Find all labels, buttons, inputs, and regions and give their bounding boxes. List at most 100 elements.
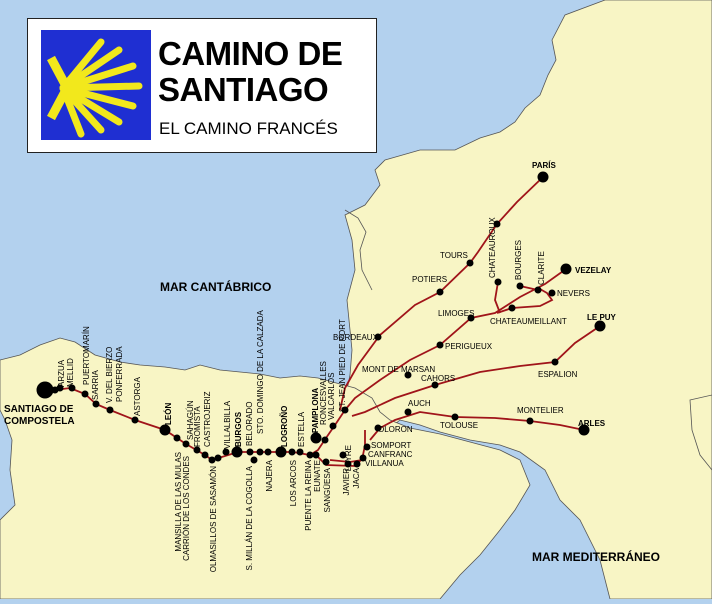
dot-arles[interactable] bbox=[578, 424, 590, 436]
dot-puentelareina[interactable] bbox=[306, 451, 314, 459]
dot-pamplona[interactable] bbox=[310, 432, 322, 444]
dot-belorado[interactable] bbox=[246, 448, 254, 456]
dot-eunate[interactable] bbox=[312, 451, 320, 459]
dot-najera[interactable] bbox=[264, 448, 272, 456]
label-santiago: SANTIAGO DE COMPOSTELA bbox=[4, 404, 75, 427]
label-villalbilla: VILLALBILLA bbox=[223, 400, 232, 449]
route-chateauroux bbox=[494, 281, 501, 314]
label-castrojeriz: CASTROJERIZ bbox=[203, 391, 212, 447]
routes bbox=[45, 176, 601, 467]
dot-portomarin[interactable] bbox=[68, 384, 76, 392]
dot-oloron[interactable] bbox=[374, 424, 382, 432]
dot-sanguesa[interactable] bbox=[322, 458, 330, 466]
label-smillan: S. MILLÁN DE LA COGOLLA bbox=[245, 465, 254, 570]
label-chateauroux: CHATEAUROUX bbox=[488, 217, 497, 278]
label-logrono: LOGROÑO bbox=[280, 406, 289, 447]
dot-mansilla[interactable] bbox=[173, 434, 181, 442]
label-santiago-line2: COMPOSTELA bbox=[4, 416, 75, 427]
label-javier: JAVIER bbox=[342, 468, 351, 496]
label-espalion: ESPALION bbox=[538, 370, 578, 379]
subtitle: EL CAMINO FRANCÉS bbox=[159, 119, 338, 138]
dot-clarite[interactable] bbox=[534, 286, 542, 294]
dot-villalbilla[interactable] bbox=[222, 448, 230, 456]
label-cahors: CAHORS bbox=[421, 374, 455, 383]
dot-burgos[interactable] bbox=[231, 446, 243, 458]
dot-carrion[interactable] bbox=[193, 446, 201, 454]
dot-castrojeriz[interactable] bbox=[208, 456, 216, 464]
dot-stjean[interactable] bbox=[341, 406, 349, 414]
dot-estella[interactable] bbox=[296, 448, 304, 456]
dot-jaca[interactable] bbox=[353, 460, 361, 468]
dot-leon[interactable] bbox=[159, 424, 171, 436]
label-mansilla: MANSILLA DE LAS MULAS bbox=[174, 452, 183, 552]
scallop-shell-logo bbox=[41, 30, 151, 140]
dot-villafranca[interactable] bbox=[92, 400, 100, 408]
land-iberia bbox=[0, 337, 531, 600]
dot-sarria[interactable] bbox=[81, 390, 89, 398]
dot-auch[interactable] bbox=[404, 408, 412, 416]
dot-limoges[interactable] bbox=[467, 314, 475, 322]
dot-espalion[interactable] bbox=[551, 358, 559, 366]
dot-montelier[interactable] bbox=[526, 417, 534, 425]
label-stodomingo: STO. DOMINGO DE LA CALZADA bbox=[256, 309, 265, 434]
dot-tolouse[interactable] bbox=[451, 413, 459, 421]
coast-bay-biscay bbox=[344, 209, 373, 291]
dot-potiers[interactable] bbox=[436, 288, 444, 296]
dot-javier[interactable] bbox=[344, 460, 352, 468]
label-oloron: OLORON bbox=[378, 425, 413, 434]
stops bbox=[36, 171, 606, 468]
dot-paris[interactable] bbox=[537, 171, 549, 183]
dot-chateauroux[interactable] bbox=[494, 278, 502, 286]
dot-somport[interactable] bbox=[363, 443, 371, 451]
dot-leyre[interactable] bbox=[339, 451, 347, 459]
label-tours: TOURS bbox=[440, 251, 468, 260]
dot-chateaumeillant[interactable] bbox=[508, 304, 516, 312]
dot-bourges[interactable] bbox=[516, 282, 524, 290]
dot-santiago[interactable] bbox=[36, 381, 54, 399]
label-nevers: NEVERS bbox=[557, 289, 590, 298]
dot-valcarlos[interactable] bbox=[329, 422, 337, 430]
label-belorado: BELORADO bbox=[245, 402, 254, 446]
label-chateaumeillant: CHATEAUMEILLANT bbox=[490, 317, 567, 326]
label-losarcos: LOS ARCOS bbox=[289, 460, 298, 506]
label-olmosillos: OLMASILLOS DE SASAMÓN bbox=[209, 466, 218, 572]
dot-losarcos[interactable] bbox=[288, 448, 296, 456]
title-box: CAMINO DE SANTIAGO EL CAMINO FRANCÉS bbox=[27, 18, 377, 153]
label-roncesvalles: RONCESVALLES bbox=[319, 361, 328, 425]
label-perigueux: PERIGUEUX bbox=[445, 342, 493, 351]
route-vezelay bbox=[344, 268, 567, 411]
dot-chateauroux-n[interactable] bbox=[493, 220, 501, 228]
dot-vezelay[interactable] bbox=[560, 263, 572, 275]
label-leyre: LEYRE bbox=[344, 445, 353, 471]
route-lepuy bbox=[351, 325, 601, 417]
label-portomarin: PUERTOMARÍN bbox=[82, 326, 91, 385]
label-limoges: LIMOGES bbox=[438, 309, 474, 318]
label-auch: AUCH bbox=[408, 399, 431, 408]
dot-sahagun[interactable] bbox=[182, 440, 190, 448]
dot-bordeaux[interactable] bbox=[374, 333, 382, 341]
dot-astorga[interactable] bbox=[131, 416, 139, 424]
dot-logrono[interactable] bbox=[275, 446, 287, 458]
dot-smillan[interactable] bbox=[250, 456, 258, 464]
dot-perigueux[interactable] bbox=[436, 341, 444, 349]
dot-nevers[interactable] bbox=[548, 289, 556, 297]
dot-ponferrada[interactable] bbox=[106, 406, 114, 414]
dot-olmosillos[interactable] bbox=[214, 454, 222, 462]
dot-stodomingo[interactable] bbox=[256, 448, 264, 456]
label-montelier: MONTELIER bbox=[517, 406, 564, 415]
label-villanua: VILLANUA bbox=[365, 459, 404, 468]
dot-lepuy[interactable] bbox=[594, 320, 606, 332]
dot-fromista[interactable] bbox=[201, 451, 209, 459]
label-pamplona: PAMPLONA bbox=[311, 388, 320, 433]
scallop-shell-icon bbox=[47, 38, 143, 138]
label-somport: SOMPORT bbox=[371, 441, 411, 450]
dot-montdemarsan[interactable] bbox=[404, 371, 412, 379]
title-line1: CAMINO DE bbox=[158, 35, 343, 72]
dot-roncesvalles[interactable] bbox=[321, 436, 329, 444]
dot-tours[interactable] bbox=[466, 259, 474, 267]
dot-cahors[interactable] bbox=[431, 381, 439, 389]
dot-canfranc[interactable] bbox=[359, 454, 367, 462]
label-leon: LEÓN bbox=[164, 403, 173, 425]
sea-label-mediterraneo: MAR MEDITERRÁNEO bbox=[532, 549, 660, 564]
label-clarite: CLARITE bbox=[537, 251, 546, 285]
